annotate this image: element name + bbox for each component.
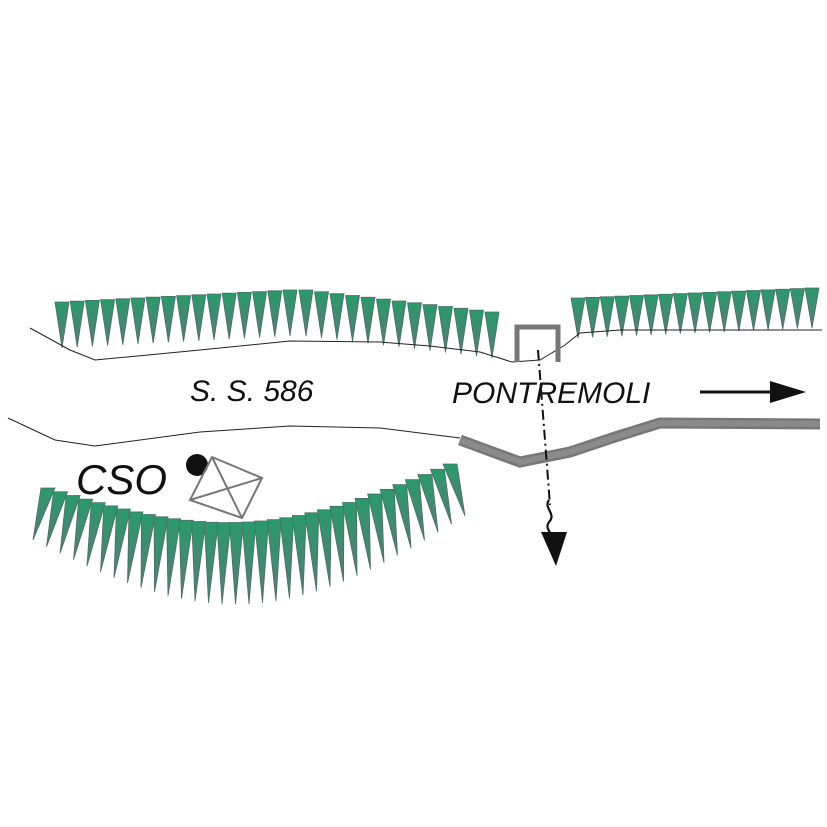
- hachure-tooth: [789, 288, 805, 329]
- hachure-tooth: [298, 289, 314, 337]
- hachure-tooth: [731, 290, 747, 332]
- road-edge-upper: [29, 327, 822, 363]
- hachure-tooth: [342, 502, 358, 576]
- hachure-tooth: [252, 291, 268, 338]
- hachure-tooth: [367, 493, 385, 563]
- hachure-tooth: [716, 291, 732, 332]
- hachure-tooth: [178, 519, 194, 599]
- hachure-tooth: [86, 502, 106, 567]
- flow-line: [537, 349, 551, 506]
- square-with-diagonals-icon: [188, 455, 264, 520]
- bridge-structure: [514, 324, 561, 362]
- town-label: PONTREMOLI: [452, 377, 650, 410]
- hachure-tooth: [585, 296, 601, 338]
- hachure-tooth: [100, 505, 119, 573]
- hachure-tooth: [241, 521, 257, 605]
- hachure-tooth: [54, 301, 70, 349]
- hachure-tooth: [407, 302, 422, 349]
- hachure-tooth: [304, 512, 320, 592]
- hachure-tooth: [314, 291, 329, 338]
- hachure-tooth: [629, 295, 644, 336]
- hachure-tooth: [160, 295, 176, 343]
- hachure-tooth: [206, 293, 222, 341]
- hachure-tooth: [453, 307, 469, 355]
- hachure-tooth: [354, 498, 371, 570]
- hachure-tooth: [702, 291, 718, 333]
- hachure-tooth: [100, 299, 116, 346]
- arrow-down-icon: [541, 532, 567, 566]
- hachure-tooth: [266, 519, 282, 602]
- road-label: S. S. 586: [190, 375, 314, 408]
- hachure-tooth: [469, 309, 484, 357]
- hachure-tooth: [599, 296, 615, 337]
- retaining-wall-core: [458, 419, 821, 466]
- escarpment-lower-left: [32, 463, 466, 605]
- hachure-tooth: [140, 514, 156, 588]
- hachure-tooth: [191, 294, 207, 341]
- escarpment-upper-right: [570, 287, 820, 339]
- hachure-tooth: [84, 299, 100, 347]
- hachure-tooth: [73, 498, 94, 560]
- hachure-tooth: [643, 294, 659, 335]
- hachure-tooth: [221, 292, 237, 340]
- hachure-tooth: [127, 511, 144, 584]
- hachure-tooth: [392, 484, 412, 549]
- hachure-tooth: [379, 489, 398, 556]
- hachure-tooth: [438, 306, 453, 353]
- arrow-right-icon: [770, 381, 806, 403]
- hachure-tooth: [191, 521, 207, 602]
- hachure-tooth: [391, 300, 407, 348]
- hachure-tooth: [176, 295, 192, 342]
- hachure-tooth: [360, 296, 376, 344]
- hachure-tooth: [760, 289, 776, 330]
- filled-circle-icon: [186, 454, 208, 476]
- hachure-tooth: [345, 295, 360, 342]
- hachure-tooth: [687, 292, 703, 334]
- hachure-tooth: [484, 311, 500, 359]
- hachure-tooth: [279, 517, 295, 599]
- hachure-tooth: [153, 516, 169, 593]
- hachure-tooth: [166, 518, 182, 596]
- hachure-tooth: [145, 296, 161, 344]
- hachure-tooth: [775, 288, 791, 330]
- hachure-tooth: [229, 522, 244, 605]
- hachure-tooth: [442, 463, 466, 517]
- hachure-tooth: [804, 287, 820, 329]
- hachure-tooth: [316, 509, 332, 587]
- hachure-tooth: [329, 293, 345, 340]
- hachure-tooth: [46, 491, 69, 547]
- hachure-tooth: [282, 289, 298, 337]
- hachure-tooth: [113, 508, 131, 578]
- road-edge-lower: [7, 417, 461, 447]
- hachure-tooth: [254, 520, 269, 603]
- hachure-tooth: [746, 290, 761, 331]
- hachure-tooth: [236, 291, 252, 339]
- hachure-tooth: [376, 298, 391, 346]
- hachure-tooth: [658, 293, 674, 335]
- hachure-tooth: [429, 468, 452, 525]
- hachure-tooth: [417, 474, 439, 533]
- hachure-tooth: [69, 300, 85, 348]
- hachure-tooth: [422, 304, 438, 351]
- hachure-tooth: [115, 298, 131, 345]
- hachure-tooth: [32, 487, 56, 541]
- hachure-tooth: [614, 295, 630, 337]
- hachure-tooth: [203, 521, 219, 604]
- station-label: CSO: [76, 456, 167, 503]
- hachure-tooth: [672, 293, 688, 334]
- hachure-tooth: [404, 479, 425, 541]
- hachure-tooth: [267, 290, 283, 337]
- hachure-tooth: [291, 515, 307, 596]
- hachure-tooth: [329, 505, 345, 582]
- hachure-tooth: [570, 297, 586, 339]
- hachure-tooth: [130, 297, 146, 345]
- hachure-tooth: [59, 495, 81, 554]
- escarpment-upper-left: [54, 289, 500, 359]
- hachure-tooth: [216, 522, 232, 605]
